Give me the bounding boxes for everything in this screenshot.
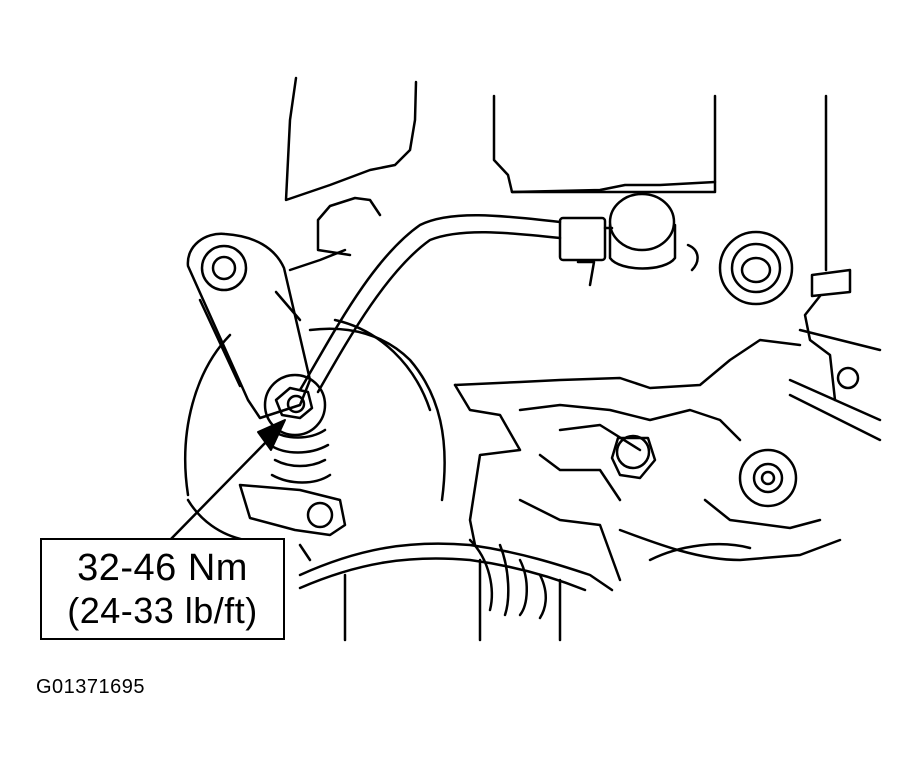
small-clip-bracket [788, 268, 882, 442]
figure-id-label: G01371695 [36, 676, 146, 698]
engine-block [453, 338, 842, 582]
upper-housing [284, 76, 828, 272]
right-bolt [718, 230, 794, 306]
mounting-bracket [186, 232, 312, 420]
torque-spec-callout: 32-46 Nm (24-33 lb/ft) [40, 538, 285, 640]
lower-right-bolt [738, 448, 798, 508]
torque-metric-label: 32-46 Nm [77, 547, 248, 589]
lower-fitting [238, 483, 347, 562]
wire-harness [298, 538, 614, 642]
callout-leader [168, 419, 286, 542]
cap-plug [608, 192, 699, 272]
block-nut [610, 434, 657, 480]
torque-imperial-label: (24-33 lb/ft) [67, 590, 258, 631]
rear-housing [288, 196, 382, 272]
vacuum-tube [298, 213, 614, 394]
